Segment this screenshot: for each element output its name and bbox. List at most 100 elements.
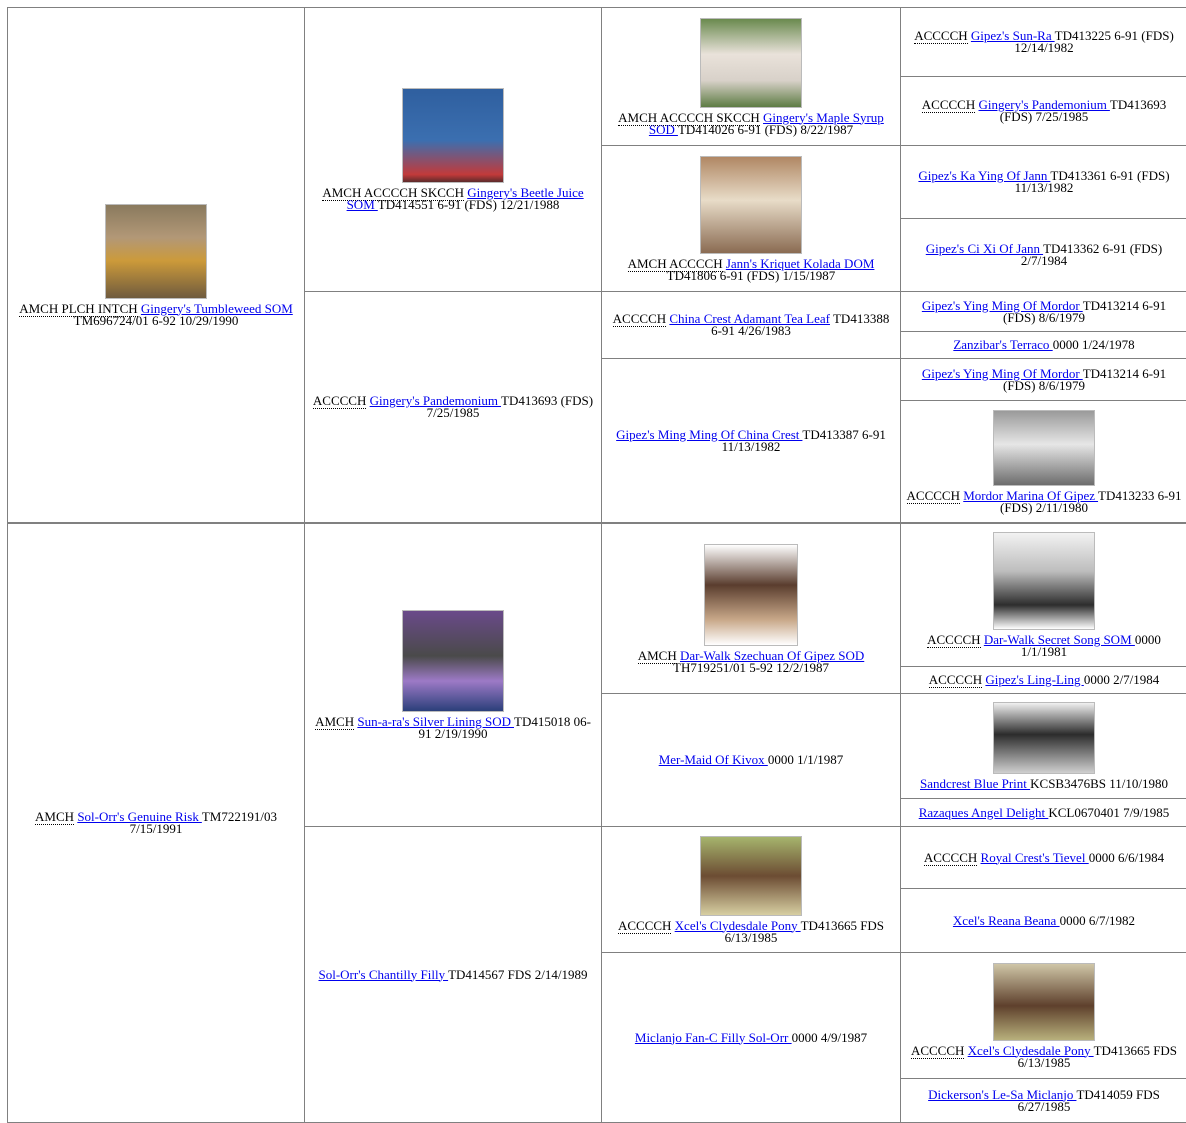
registration-details: 0000 6/6/1984	[1088, 849, 1165, 865]
dog-link[interactable]: Gipez's Ying Ming Of Mordor	[921, 297, 1083, 313]
pedigree-cell: AMCH ACCCCH SKCCH Gingery's Beetle Juice…	[304, 7, 602, 292]
pedigree-cell: ACCCCH Gipez's Sun-Ra TD413225 6-91 (FDS…	[900, 7, 1186, 77]
pedigree-cell: Mer-Maid Of Kivox 0000 1/1/1987	[601, 693, 901, 827]
pedigree-cell: ACCCCH Gipez's Ling-Ling 0000 2/7/1984	[900, 666, 1186, 694]
dog-link[interactable]: Sol-Orr's Genuine Risk	[77, 809, 202, 824]
registration-details: KCL0670401 7/9/1985	[1048, 804, 1170, 820]
dog-link[interactable]: Miclanjo Fan-C Filly Sol-Orr	[634, 1029, 792, 1045]
pedigree-cell: Miclanjo Fan-C Filly Sol-Orr 0000 4/9/19…	[601, 952, 901, 1123]
dog-link[interactable]: Dickerson's Le-Sa Miclanjo	[928, 1086, 1077, 1102]
pedigree-cell: AMCH Sun-a-ra's Silver Lining SOD TD4150…	[304, 523, 602, 827]
dog-link[interactable]: Gipez's Ying Ming Of Mordor	[921, 365, 1083, 381]
dog-link[interactable]: Mordor Marina Of Gipez	[963, 487, 1099, 503]
title-abbr: ACCCCH	[921, 97, 976, 113]
dog-link[interactable]: Gipez's Ming Ming Of China Crest	[616, 426, 803, 442]
registration-details: TD413361 6-91 (FDS) 11/13/1982	[1014, 168, 1170, 195]
dog-photo[interactable]	[700, 835, 802, 916]
dog-photo[interactable]	[993, 962, 1095, 1041]
title-abbr: AMCH	[315, 714, 355, 730]
dog-link[interactable]: Xcel's Clydesdale Pony	[967, 1042, 1094, 1058]
dog-link[interactable]: Gingery's Tumbleweed SOM	[140, 300, 293, 316]
pedigree-cell: ACCCCH Xcel's Clydesdale Pony TD413665 F…	[900, 952, 1186, 1079]
dog-photo[interactable]	[402, 610, 504, 712]
registration-details: TD414026 6-91 (FDS) 8/22/1987	[677, 121, 854, 137]
title-abbr: ACCCCH	[617, 917, 672, 934]
dog-link[interactable]: Jann's Kriquet Kolada DOM	[725, 255, 875, 271]
dog-link[interactable]: Gipez's Ka Ying Of Jann	[918, 168, 1051, 183]
dog-link[interactable]: China Crest Adamant Tea Leaf	[669, 311, 830, 326]
pedigree-cell: Razaques Angel Delight KCL0670401 7/9/19…	[900, 798, 1186, 827]
registration-details: 0000 1/1/1981	[1020, 632, 1161, 659]
dog-link[interactable]: Gingery's Pandemonium	[369, 393, 501, 408]
registration-details: TD413693 (FDS) 7/25/1985	[426, 393, 594, 420]
dog-link[interactable]: Sol-Orr's Chantilly Filly	[318, 966, 449, 982]
pedigree-cell: Gipez's Ci Xi Of Jann TD413362 6-91 (FDS…	[900, 218, 1186, 292]
dog-photo[interactable]	[993, 532, 1095, 630]
title-abbr: AMCH PLCH INTCH	[19, 300, 138, 317]
registration-details: TD414551 6-91 (FDS) 12/21/1988	[377, 197, 560, 212]
registration-details: TD41806 6-91 (FDS) 1/15/1987	[666, 267, 836, 283]
pedigree-cell: ACCCCH Mordor Marina Of Gipez TD413233 6…	[900, 400, 1186, 523]
title-abbr: ACCCCH	[910, 1042, 965, 1059]
registration-details: TM722191/03 7/15/1991	[129, 809, 277, 836]
pedigree-cell: Gipez's Ming Ming Of China Crest TD41338…	[601, 358, 901, 523]
dog-photo[interactable]	[700, 155, 802, 254]
title-abbr: ACCCCH	[914, 28, 968, 44]
dog-link[interactable]: Xcel's Reana Beana	[952, 912, 1060, 928]
pedigree-cell: Gipez's Ying Ming Of Mordor TD413214 6-9…	[900, 358, 1186, 401]
dog-photo[interactable]	[105, 203, 207, 299]
dog-photo[interactable]	[704, 543, 798, 646]
dog-link[interactable]: Gipez's Ci Xi Of Jann	[925, 241, 1044, 256]
dog-photo[interactable]	[402, 88, 504, 183]
dog-link[interactable]: Gingery's Maple Syrup SOD	[648, 109, 884, 137]
registration-details: TD413233 6-91 (FDS) 2/11/1980	[1000, 487, 1182, 515]
pedigree-cell: Xcel's Reana Beana 0000 6/7/1982	[900, 888, 1186, 953]
dog-photo[interactable]	[993, 409, 1095, 486]
pedigree-cell: ACCCCH Gingery's Pandemonium TD413693 (F…	[900, 76, 1186, 146]
pedigree-cell: Sandcrest Blue Print KCSB3476BS 11/10/19…	[900, 693, 1186, 799]
pedigree-cell-dam: AMCH Sol-Orr's Genuine Risk TM722191/03 …	[7, 523, 305, 1123]
registration-details: TD415018 06-91 2/19/1990	[418, 714, 591, 741]
registration-details: TD413693 (FDS) 7/25/1985	[999, 97, 1167, 124]
title-abbr: AMCH	[35, 809, 75, 825]
dog-link[interactable]: Razaques Angel Delight	[918, 804, 1049, 820]
dog-link[interactable]: Dar-Walk Secret Song SOM	[983, 632, 1135, 647]
dog-link[interactable]: Gingery's Beetle Juice SOM	[346, 185, 584, 212]
dog-link[interactable]: Zanzibar's Terraco	[953, 337, 1053, 352]
dog-link[interactable]: Dar-Walk Szechuan Of Gipez SOD	[680, 647, 865, 663]
pedigree-cell: Sol-Orr's Chantilly Filly TD414567 FDS 2…	[304, 826, 602, 1123]
title-abbr: AMCH	[637, 647, 677, 664]
dog-link[interactable]: Sandcrest Blue Print	[920, 776, 1031, 791]
registration-details: 0000 2/7/1984	[1083, 672, 1160, 687]
dog-link[interactable]: Gipez's Ling-Ling	[985, 672, 1084, 687]
dog-link[interactable]: Gingery's Pandemonium	[978, 97, 1110, 112]
pedigree-cell: ACCCCH Dar-Walk Secret Song SOM 0000 1/1…	[900, 523, 1186, 667]
registration-details: TM696724/01 6-92 10/29/1990	[73, 312, 239, 328]
title-abbr: ACCCCH	[927, 632, 981, 648]
pedigree-cell: Gipez's Ying Ming Of Mordor TD413214 6-9…	[900, 291, 1186, 332]
registration-details: 0000 4/9/1987	[791, 1029, 868, 1045]
registration-details: TD413665 FDS 6/13/1985	[724, 917, 885, 945]
title-abbr: ACCCCH	[312, 393, 367, 409]
dog-link[interactable]: Gipez's Sun-Ra	[970, 28, 1055, 43]
dog-link[interactable]: Royal Crest's Tievel	[980, 849, 1089, 865]
dog-link[interactable]: Xcel's Clydesdale Pony	[674, 917, 801, 933]
pedigree-cell: ACCCCH Gingery's Pandemonium TD413693 (F…	[304, 291, 602, 523]
registration-details: 0000 6/7/1982	[1059, 912, 1136, 928]
dog-link[interactable]: Mer-Maid Of Kivox	[658, 752, 768, 767]
title-abbr: AMCH ACCCCH SKCCH	[618, 109, 760, 126]
dog-photo[interactable]	[700, 17, 802, 108]
registration-details: TD413665 FDS 6/13/1985	[1017, 1042, 1178, 1070]
pedigree-cell: ACCCCH China Crest Adamant Tea Leaf TD41…	[601, 291, 901, 359]
registration-details: TD414059 FDS 6/27/1985	[1017, 1086, 1160, 1114]
pedigree-cell: Zanzibar's Terraco 0000 1/24/1978	[900, 331, 1186, 359]
registration-details: TD413214 6-91 (FDS) 8/6/1979	[1003, 365, 1167, 393]
pedigree-cell: Gipez's Ka Ying Of Jann TD413361 6-91 (F…	[900, 145, 1186, 219]
pedigree-cell: AMCH Dar-Walk Szechuan Of Gipez SOD TH71…	[601, 523, 901, 694]
dog-photo[interactable]	[993, 702, 1095, 774]
title-abbr: AMCH ACCCCH SKCCH	[322, 185, 464, 201]
pedigree-cell: Dickerson's Le-Sa Miclanjo TD414059 FDS …	[900, 1078, 1186, 1123]
dog-link[interactable]: Sun-a-ra's Silver Lining SOD	[357, 714, 514, 729]
registration-details: TH719251/01 5-92 12/2/1987	[673, 659, 829, 675]
registration-details: TD413387 6-91 11/13/1982	[721, 426, 886, 454]
